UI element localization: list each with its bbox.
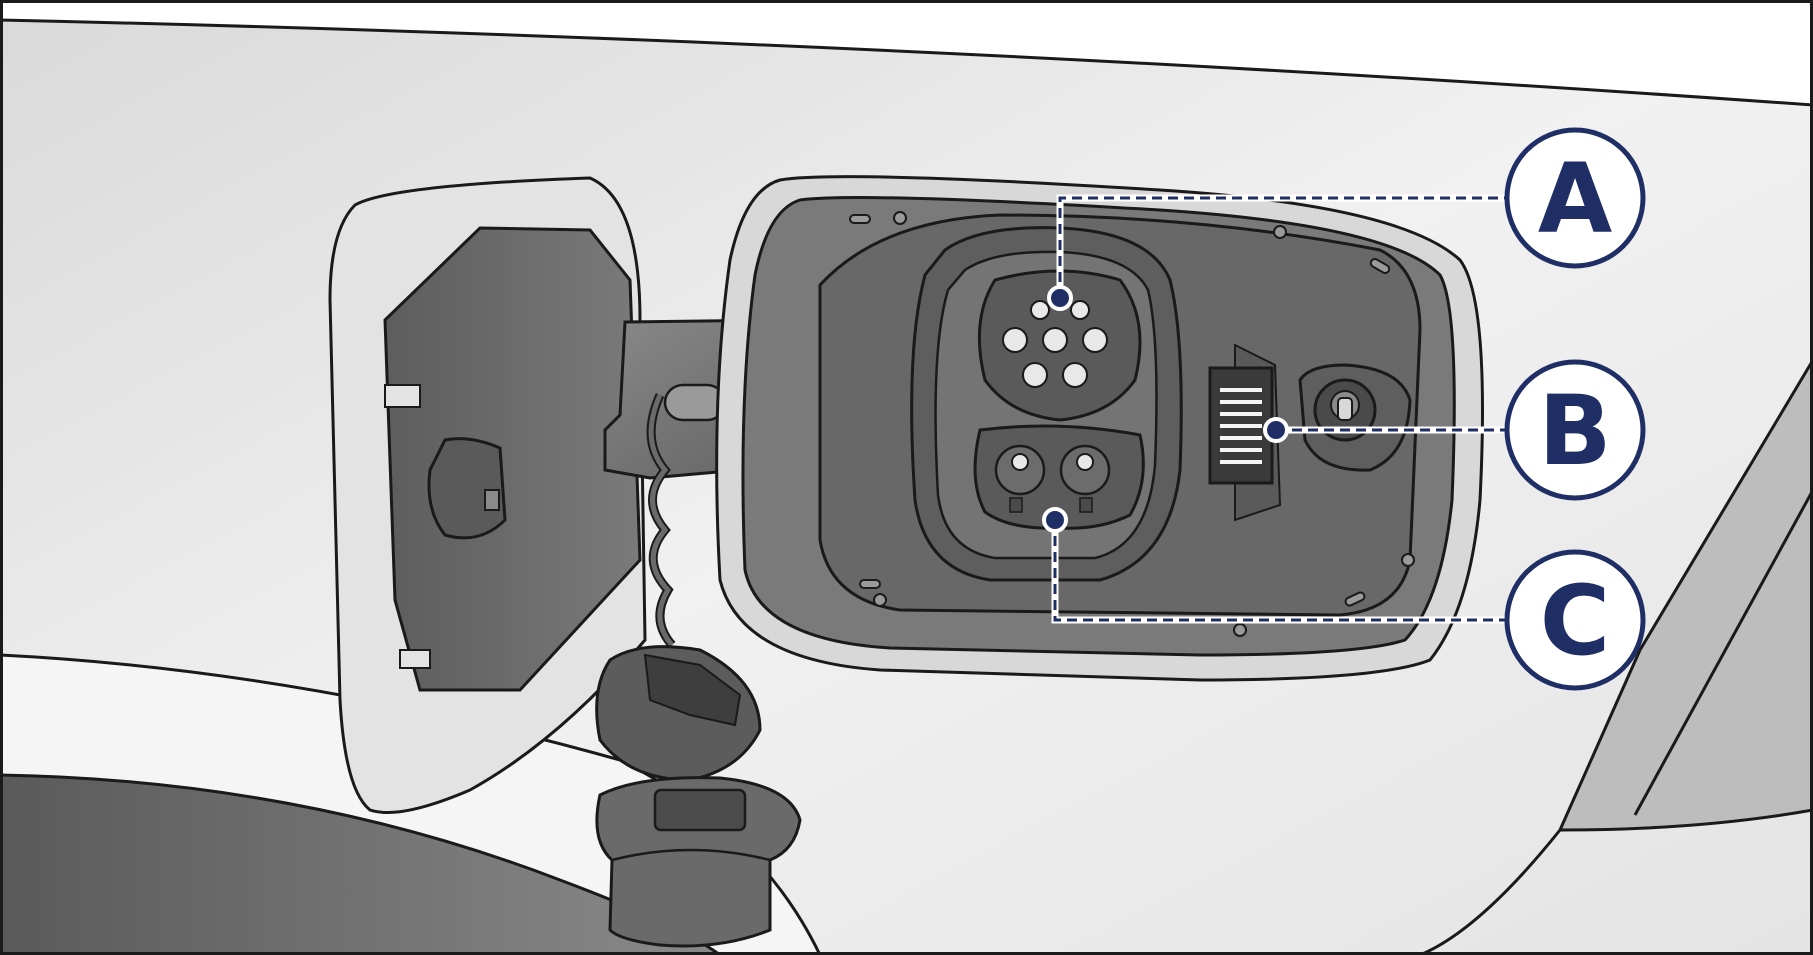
callout-c-label: C bbox=[1540, 565, 1610, 677]
ccs-dc-connector bbox=[973, 424, 1145, 530]
callout-leaders bbox=[1051, 194, 1505, 624]
type2-ac-connector bbox=[977, 269, 1142, 422]
callout-c: C bbox=[1504, 549, 1646, 691]
callout-b-label: B bbox=[1538, 375, 1611, 487]
callout-b: B bbox=[1504, 359, 1646, 501]
tethered-cap bbox=[595, 393, 802, 948]
port-release-knob bbox=[1298, 363, 1412, 472]
charging-status-indicator bbox=[1208, 343, 1282, 522]
connector-pins bbox=[1002, 300, 1108, 388]
callout-a-label: A bbox=[1538, 143, 1612, 255]
charging-flap bbox=[328, 176, 647, 814]
callout-a: A bbox=[1504, 127, 1646, 269]
callout-dots bbox=[1042, 285, 1289, 533]
ccs-socket bbox=[910, 226, 1183, 582]
